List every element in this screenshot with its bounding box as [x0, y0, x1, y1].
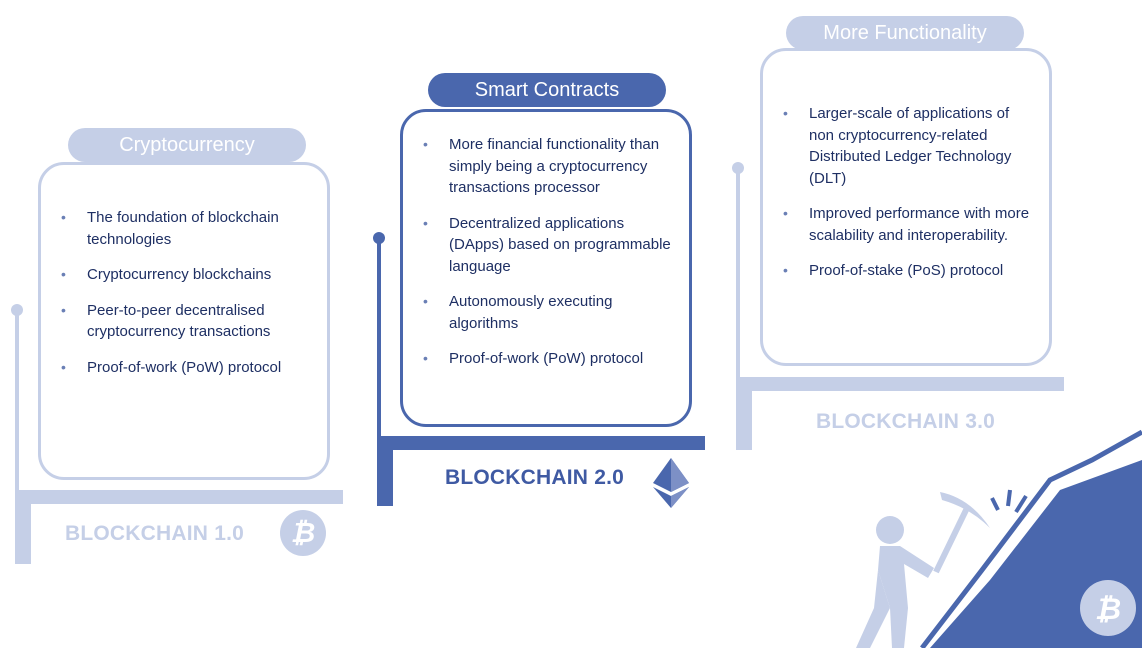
timeline-line-3 [736, 170, 740, 450]
list-item: More financial functionality than simply… [421, 134, 675, 199]
stage-3-card: Larger-scale of applications of non cryp… [760, 48, 1052, 366]
timeline-dot-1 [11, 304, 23, 316]
list-item: Peer-to-peer decentralised cryptocurrenc… [59, 300, 307, 343]
step-vertical-1 [15, 490, 31, 564]
timeline-dot-2 [373, 232, 385, 244]
stage-1-card: The foundation of blockchain technologie… [38, 162, 330, 480]
list-item: Cryptocurrency blockchains [59, 264, 307, 286]
list-item: The foundation of blockchain technologie… [59, 207, 307, 250]
timeline-dot-3 [732, 162, 744, 174]
timeline-line-1 [15, 312, 19, 562]
step-horizontal-3 [736, 377, 1064, 391]
ethereum-icon [653, 458, 689, 508]
list-item: Proof-of-work (PoW) protocol [421, 348, 675, 370]
stage-1-label: BLOCKCHAIN 1.0 [65, 522, 244, 545]
list-item: Larger-scale of applications of non cryp… [781, 103, 1035, 189]
list-item: Improved performance with more scalabili… [781, 203, 1035, 246]
step-vertical-2 [377, 436, 393, 506]
bitcoin-icon: ₿ [280, 510, 326, 556]
step-vertical-3 [736, 377, 752, 450]
stage-3-label: BLOCKCHAIN 3.0 [816, 410, 995, 433]
stage-1-heading: Cryptocurrency [68, 128, 306, 162]
svg-text:₿: ₿ [1095, 593, 1121, 626]
list-item: Decentralized applications (DApps) based… [421, 213, 675, 278]
miner-illustration: ₿ [856, 429, 1142, 648]
timeline-line-2 [377, 240, 381, 506]
stage-2-label: BLOCKCHAIN 2.0 [445, 466, 624, 489]
list-item: Autonomously executing algorithms [421, 291, 675, 334]
stage-2-heading: Smart Contracts [428, 73, 666, 107]
stage-3-heading: More Functionality [786, 16, 1024, 50]
stage-2-card: More financial functionality than simply… [400, 109, 692, 427]
list-item: Proof-of-work (PoW) protocol [59, 357, 307, 379]
step-horizontal-2 [377, 436, 705, 450]
step-horizontal-1 [15, 490, 343, 504]
list-item: Proof-of-stake (PoS) protocol [781, 260, 1035, 282]
